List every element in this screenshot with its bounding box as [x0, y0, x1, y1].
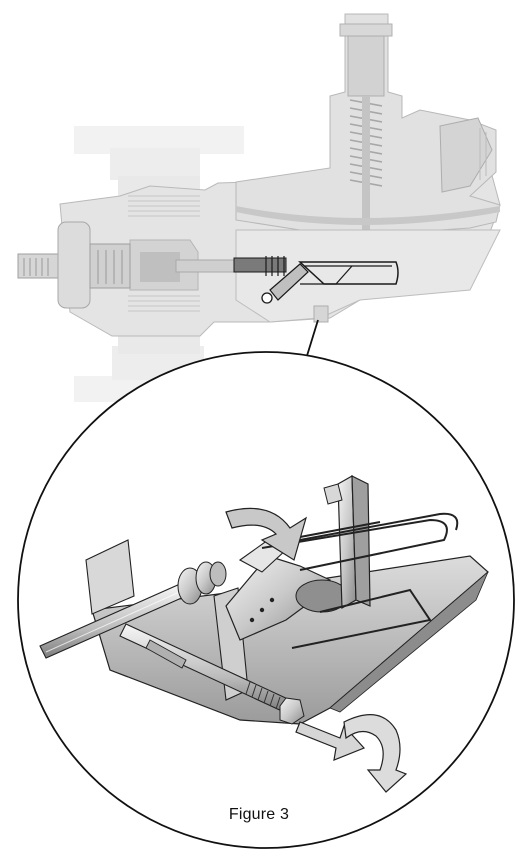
lever-mechanism-detail [17, 351, 515, 849]
adjusting-screw [119, 623, 305, 725]
wire-bail [261, 512, 459, 649]
curved-down-arrow-icon [225, 507, 308, 561]
figure-caption: Figure 3 [228, 806, 290, 823]
stirrup-post [323, 474, 371, 610]
relief-valve [17, 221, 131, 309]
regulator-cutaway-diagram [17, 13, 501, 402]
spring-disks [177, 561, 227, 605]
lever-chamber [233, 229, 501, 323]
spring-bonnet [235, 13, 501, 236]
curved-return-arrow-icon [343, 714, 408, 793]
